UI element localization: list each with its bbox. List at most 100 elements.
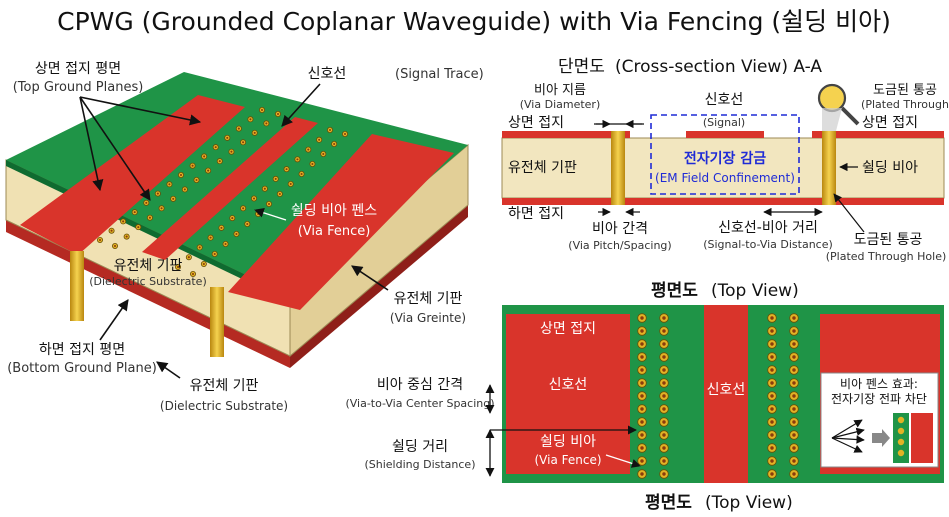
top-via-hole <box>662 394 666 398</box>
top-via-hole <box>792 459 796 463</box>
iso-via-hole <box>198 246 201 249</box>
iso-via-hole <box>122 220 125 223</box>
iso-via-hole <box>110 229 113 232</box>
top-view-ground-left <box>506 314 630 474</box>
iso-via-hole <box>145 201 148 204</box>
cross-top-ground-right: 상면 접지 <box>862 115 918 131</box>
label-bottom-dielectric-en: (Dielectric Substrate) <box>160 399 288 413</box>
cross-sig-to-via-en: (Signal-to-Via Distance) <box>703 238 833 251</box>
top-via-hole <box>662 368 666 372</box>
iso-via-hole <box>257 212 260 216</box>
page-title: CPWG (Grounded Coplanar Waveguide) with … <box>57 7 891 36</box>
signal-trace <box>142 117 318 260</box>
front-via-2 <box>210 287 224 357</box>
iso-via-hole <box>333 142 336 146</box>
effect-arrows <box>831 413 933 463</box>
top-footer-ko: 평면도 <box>645 493 692 513</box>
top-via-hole <box>662 381 666 385</box>
magnifier-beam <box>822 108 842 131</box>
iso-via-hole <box>226 136 229 139</box>
iso-via-hole <box>191 272 195 276</box>
arrow-plated-bottom <box>833 193 865 233</box>
top-view <box>502 305 944 483</box>
top-via-hole <box>770 316 774 320</box>
cross-plated-bottom-en: (Plated Through Hole) <box>826 250 947 263</box>
iso-via-hole <box>202 262 205 266</box>
top-via-hole <box>770 381 774 385</box>
top-via-hole <box>792 342 796 346</box>
iso-via-hole <box>203 155 206 158</box>
top-via-hole <box>770 433 774 437</box>
top-footer-en: (Top View) <box>705 493 793 513</box>
top-via-hole <box>640 316 644 320</box>
top-heading-en: (Top View) <box>711 281 799 301</box>
iso-via-hole <box>237 127 240 130</box>
iso-via-hole <box>307 148 310 151</box>
top-via-hole <box>640 381 644 385</box>
front-via-1 <box>70 251 84 321</box>
top-via-hole <box>770 459 774 463</box>
effect-line2: 전자기장 전파 차단 <box>831 392 927 406</box>
label-signal-en: (Signal Trace) <box>395 67 484 82</box>
arrow-via-fence <box>254 208 287 221</box>
shield-dist-en: (Shielding Distance) <box>364 458 475 471</box>
top-via-hole <box>640 446 644 450</box>
cross-via-left <box>611 131 625 205</box>
iso-via-hole <box>318 138 321 141</box>
top-via-hole <box>662 420 666 424</box>
top-via-hole <box>792 329 796 333</box>
top-via-hole <box>640 355 644 359</box>
magnifier-handle <box>840 106 860 126</box>
top-via-hole <box>662 459 666 463</box>
top-via-hole <box>792 316 796 320</box>
top-via-hole <box>640 342 644 346</box>
cross-signal-en: (Signal) <box>703 116 745 129</box>
top-via-hole <box>792 394 796 398</box>
em-confinement-box <box>650 114 800 195</box>
iso-via-hole <box>242 141 245 144</box>
iso-via-hole <box>156 192 159 195</box>
top-via-hole <box>770 368 774 372</box>
iso-via-hole <box>278 192 281 196</box>
iso-via-hole <box>137 226 140 229</box>
iso-via-hole <box>230 150 233 153</box>
top-via-hole <box>770 472 774 476</box>
arrow-top-ground-2 <box>79 96 202 126</box>
top-view-signal-center-label: 신호선 <box>707 382 746 398</box>
iso-via-hole <box>191 164 194 167</box>
iso-via-hole <box>276 112 280 116</box>
top-via-hole <box>640 433 644 437</box>
iso-via-hole <box>263 187 266 190</box>
iso-via-hole <box>253 131 256 134</box>
label-dielectric-en: (Dielectric Substrate) <box>89 275 207 288</box>
label-top-ground-ko: 상면 접지 평면 <box>35 61 121 77</box>
iso-via-hole <box>289 182 292 186</box>
cross-via-pitch-ko: 비아 간격 <box>592 221 648 237</box>
arrow-top-shield-via <box>605 454 641 468</box>
iso-via-hole <box>176 265 180 269</box>
cross-plated-top-en: (Plated Through <box>861 98 949 111</box>
top-view-ground-label: 상면 접지 <box>540 321 596 337</box>
cross-bottom-ground <box>502 198 944 205</box>
label-dielectric-ko: 유전체 기판 <box>114 258 183 274</box>
iso-via-hole <box>300 172 303 176</box>
iso-via-hole <box>231 217 234 220</box>
cross-top-ground-right <box>812 131 944 138</box>
top-via-hole <box>640 459 644 463</box>
top-view-signal-left: 신호선 <box>549 377 588 393</box>
top-via-hole <box>792 381 796 385</box>
iso-via-hole <box>343 132 347 136</box>
top-via-hole <box>792 446 796 450</box>
iso-via-hole <box>249 118 252 121</box>
top-via-hole <box>662 355 666 359</box>
top-via-hole <box>770 446 774 450</box>
iso-via-hole <box>311 162 314 166</box>
cross-em-ko: 전자기장 감금 <box>684 150 766 167</box>
iso-via-hole <box>213 252 216 256</box>
cross-via-pitch-en: (Via Pitch/Spacing) <box>568 239 671 252</box>
arrow-bottom-dielectric <box>156 361 181 379</box>
cross-signal <box>686 131 764 138</box>
iso-via-hole <box>274 177 277 180</box>
